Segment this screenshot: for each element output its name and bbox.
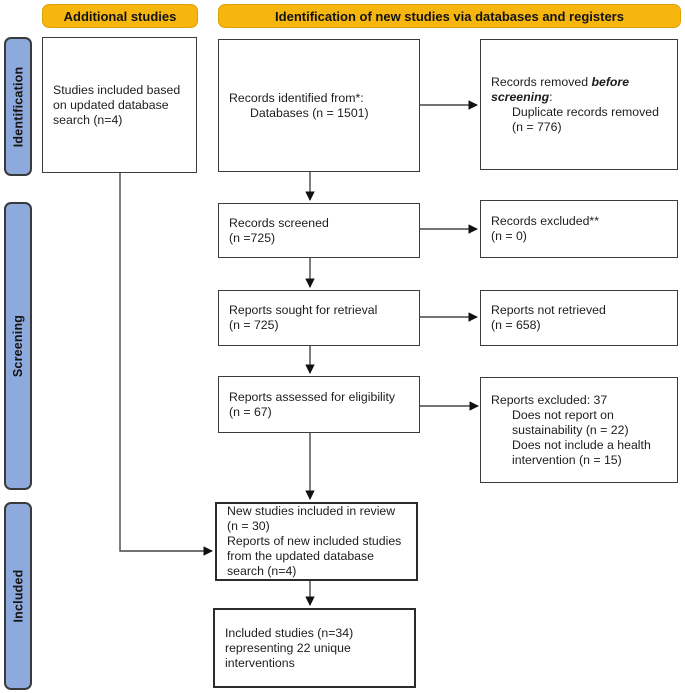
text-line: (n = 725) bbox=[229, 318, 279, 332]
text-segment: Records removed bbox=[491, 74, 592, 89]
box-reports-assessed: Reports assessed for eligibility (n = 67… bbox=[218, 376, 420, 433]
box-records-removed: Records removed before screening: Duplic… bbox=[480, 39, 678, 170]
text-line: from the updated database bbox=[227, 549, 374, 563]
text-line: search (n=4) bbox=[227, 564, 297, 578]
box-reports-excluded: Reports excluded: 37 Does not report on … bbox=[480, 377, 678, 483]
header-additional-studies: Additional studies bbox=[42, 4, 198, 28]
text-line: Does not report on bbox=[512, 407, 614, 422]
header-identification-databases-label: Identification of new studies via databa… bbox=[275, 8, 624, 24]
text-line: New studies included in review bbox=[227, 504, 396, 518]
text-line: sustainability (n = 22) bbox=[512, 422, 629, 437]
text-line: Reports not retrieved bbox=[491, 303, 606, 317]
text-line: (n = 658) bbox=[491, 318, 541, 332]
text-line: representing 22 unique bbox=[225, 640, 351, 655]
text-line: on updated database bbox=[53, 97, 169, 112]
text-line: (n = 30) bbox=[227, 519, 270, 533]
text-line: search (n=4) bbox=[53, 112, 123, 127]
text-line: Reports excluded: 37 bbox=[491, 392, 608, 407]
text-line: Reports assessed for eligibility bbox=[229, 389, 396, 404]
phase-identification: Identification bbox=[4, 37, 32, 176]
text-line: Reports sought for retrieval bbox=[229, 303, 378, 317]
text-line: screening: bbox=[491, 90, 671, 105]
phase-screening-label: Screening bbox=[11, 314, 25, 378]
header-additional-studies-label: Additional studies bbox=[63, 8, 177, 24]
box-updated-search: Studies included based on updated databa… bbox=[42, 37, 197, 173]
box-reports-not-retrieved: Reports not retrieved (n = 658) bbox=[480, 290, 678, 346]
phase-included: Included bbox=[4, 502, 32, 690]
text-line: Reports of new included studies bbox=[227, 534, 402, 548]
text-line: intervention (n = 15) bbox=[512, 452, 622, 467]
box-records-identified: Records identified from*: Databases (n =… bbox=[218, 39, 420, 172]
text-line: Records excluded** bbox=[491, 214, 600, 228]
text-line: (n =725) bbox=[229, 230, 276, 245]
text-line: Records screened bbox=[229, 215, 329, 230]
text-line: (n = 67) bbox=[229, 404, 272, 419]
text-segment-italic: before bbox=[591, 74, 630, 89]
text-line: Duplicate records removed bbox=[512, 104, 659, 119]
text-segment-italic: screening bbox=[491, 89, 550, 104]
text-segment: : bbox=[549, 89, 553, 104]
text-line: (n = 0) bbox=[491, 229, 527, 243]
text-line: Studies included based bbox=[53, 82, 181, 97]
text-line: Databases (n = 1501) bbox=[250, 105, 369, 120]
text-line: (n = 776) bbox=[512, 119, 562, 134]
text-line: Records removed before bbox=[491, 75, 671, 90]
phase-included-label: Included bbox=[11, 569, 25, 623]
text-line: Does not include a health bbox=[512, 437, 651, 452]
text-line: interventions bbox=[225, 655, 295, 670]
text-line: Included studies (n=34) bbox=[225, 625, 354, 640]
arrow-updatedsearch-to-newstudies bbox=[119, 173, 213, 556]
phase-screening: Screening bbox=[4, 202, 32, 490]
box-included-studies: Included studies (n=34) representing 22 … bbox=[213, 608, 416, 688]
phase-identification-label: Identification bbox=[11, 66, 26, 147]
box-records-screened: Records screened (n =725) bbox=[218, 203, 420, 258]
box-new-studies-included: New studies included in review (n = 30) … bbox=[215, 502, 418, 581]
header-identification-databases: Identification of new studies via databa… bbox=[218, 4, 681, 28]
box-records-excluded: Records excluded** (n = 0) bbox=[480, 200, 678, 258]
box-reports-sought: Reports sought for retrieval (n = 725) bbox=[218, 290, 420, 346]
text-line: Records identified from*: bbox=[229, 90, 364, 105]
